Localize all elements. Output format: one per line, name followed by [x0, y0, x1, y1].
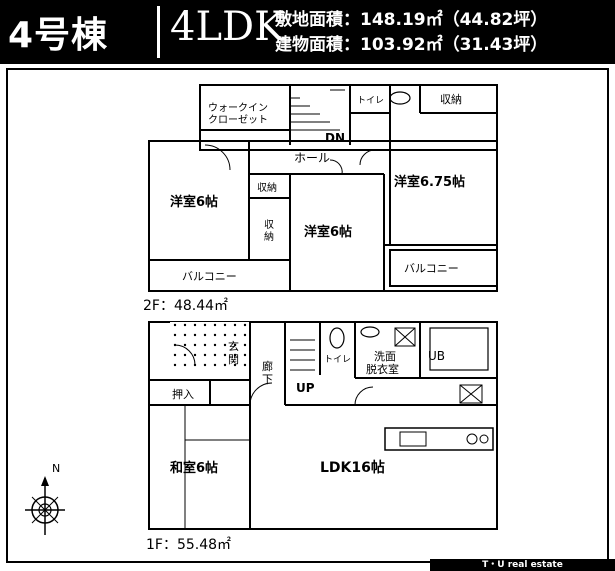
first-floor-outline: [148, 321, 498, 530]
storage-2f-top-label: 収納: [440, 93, 462, 106]
stove-burner: [466, 433, 478, 445]
oshiire-label: 押入: [172, 387, 194, 401]
washroom-label: 洗面: [374, 350, 396, 363]
fridge-box: [459, 384, 483, 404]
western-room-6a-label: 洋室6帖: [170, 194, 218, 210]
stair: [290, 339, 315, 371]
unit-bath-label: UB: [428, 349, 445, 363]
kitchen-counter: [384, 427, 494, 451]
genkan-tile: [170, 322, 250, 368]
door-swing: [204, 144, 231, 171]
storage-2f-v1-label: 収: [264, 219, 274, 231]
door-swing: [174, 344, 196, 366]
washroom-label: 脱衣室: [366, 362, 399, 376]
corridor-label: 廊: [262, 359, 273, 373]
western-room-675-label: 洋室6.75帖: [394, 174, 465, 190]
balcony-right-label: バルコニー: [404, 262, 459, 275]
western-room-6b-label: 洋室6帖: [304, 224, 352, 240]
washer-x: [394, 327, 416, 347]
first-floor: [148, 321, 498, 530]
balcony-left-label: バルコニー: [182, 270, 237, 283]
second-floor: [148, 84, 498, 292]
kitchen-sink: [399, 431, 427, 447]
door-swing: [354, 386, 374, 406]
footer-credit: T・U real estate: [430, 559, 615, 571]
toilet-fixture: [389, 91, 411, 105]
stove-burner: [479, 434, 489, 444]
toilet-1f-label: トイレ: [324, 355, 351, 365]
genkan-label: 関: [228, 353, 239, 366]
washer-box: [394, 327, 416, 347]
compass-north-label: N: [52, 462, 60, 475]
walk-in-closet-label: クローゼット: [208, 114, 268, 126]
fridge-x: [459, 384, 483, 404]
corridor-label: 下: [262, 373, 273, 386]
building-number: 4号棟: [8, 15, 109, 56]
labels: ウォークイン クローゼット トイレ 収納 DN ホール 洋室6帖 収納 収 納 …: [52, 93, 465, 553]
header-bar: 4号棟 4LDK 敷地面積：148.19㎡（44.82坪） 建物面積：103.9…: [0, 0, 615, 64]
main-outline: [148, 140, 498, 292]
compass-icon: [25, 476, 65, 535]
storage-2f-small-label: 収納: [257, 181, 277, 194]
door-swing: [329, 159, 343, 175]
first-floor-area-label: 1F：55.48㎡: [146, 537, 231, 553]
second-floor-area-label: 2F：48.44㎡: [143, 298, 228, 314]
walk-in-closet-label: ウォークイン: [208, 102, 268, 114]
top-wing-outline: [199, 84, 498, 151]
floor-area: 建物面積：103.92㎡（31.43坪）: [275, 35, 548, 55]
hall-label: ホール: [294, 151, 330, 165]
japanese-room-label: 和室6帖: [170, 460, 218, 476]
floor-plan-frame: [6, 68, 609, 563]
bathtub: [429, 327, 489, 371]
stair-up-label: UP: [296, 381, 315, 395]
area-info: 敷地面積：148.19㎡（44.82坪） 建物面積：103.92㎡（31.43坪…: [275, 8, 547, 58]
wash-basin: [360, 326, 380, 338]
toilet-fixture: [329, 327, 345, 349]
stair: [290, 89, 345, 131]
ldk-label: LDK16帖: [320, 459, 385, 476]
door-swing: [359, 149, 376, 166]
stair-dn-label: DN: [325, 131, 345, 145]
genkan-label: 玄: [228, 339, 239, 353]
balcony-left-outline: [148, 259, 291, 292]
header-divider: [157, 6, 160, 58]
storage-2f-v2-label: 納: [264, 230, 274, 243]
door-swing: [249, 382, 273, 406]
balcony-right-outline: [389, 249, 498, 287]
toilet-2f-label: トイレ: [357, 96, 384, 106]
plan-type: 4LDK: [170, 4, 284, 50]
site-area: 敷地面積：148.19㎡（44.82坪）: [275, 10, 548, 30]
